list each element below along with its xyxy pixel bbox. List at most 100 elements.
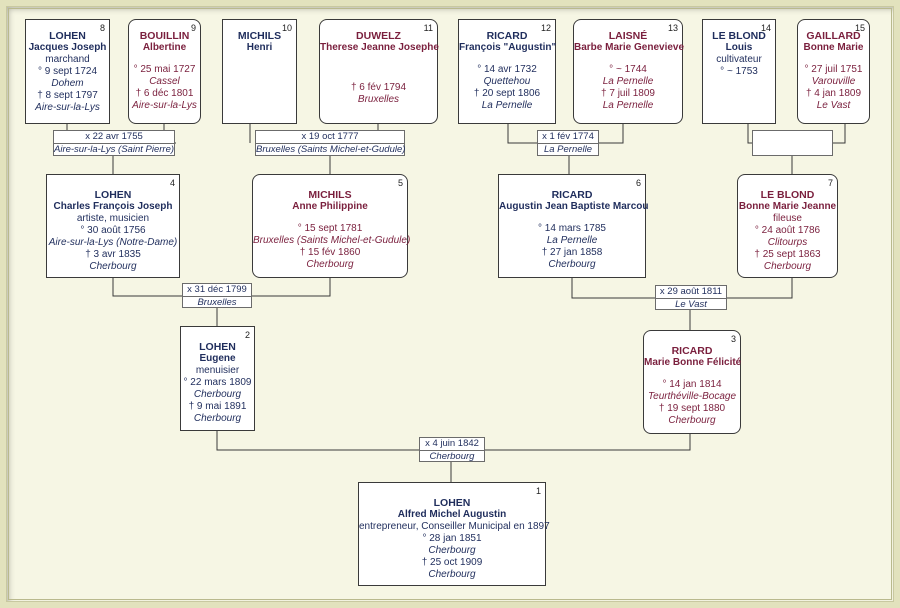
sosa-number: 5 — [397, 178, 403, 188]
person-card-3[interactable]: 3 RICARD Marie Bonne Félicité ° 14 jan 1… — [643, 330, 741, 434]
given-name: Bonne Marie — [803, 42, 864, 53]
surname: LOHEN — [433, 497, 471, 509]
birth-date: ° 14 mars 1785 — [538, 223, 606, 234]
death-date: † 7 juil 1809 — [601, 88, 655, 99]
person-card-13[interactable]: 13 LAISNÉ Barbe Marie Genevieve ° ~ 1744… — [573, 19, 685, 124]
given-name: Louis — [725, 42, 753, 53]
sosa-number: 13 — [667, 23, 678, 33]
birth-date: ° 28 jan 1851 — [422, 533, 482, 544]
death-date: † 3 avr 1835 — [85, 249, 141, 260]
given-name: Henri — [246, 42, 273, 53]
surname: RICARD — [486, 30, 528, 42]
birth-date: ° 25 mai 1727 — [133, 64, 196, 75]
surname: GAILLARD — [806, 30, 861, 42]
marriage-date: x 1 fév 1774 — [538, 131, 598, 144]
birth-date: ° ~ 1753 — [720, 66, 758, 77]
sosa-number: 12 — [540, 23, 551, 33]
sosa-number: 2 — [244, 330, 250, 340]
birth-place: Teurthéville-Bocage — [647, 391, 737, 402]
person-card-12[interactable]: 12 RICARD François "Augustin" ° 14 avr 1… — [458, 19, 556, 124]
marriage-box-10-11[interactable]: x 19 oct 1777 Bruxelles (Saints Michel-e… — [255, 130, 405, 156]
surname: LOHEN — [49, 30, 86, 42]
death-date: † 27 jan 1858 — [541, 247, 603, 258]
person-card-2[interactable]: 2 LOHEN Eugene menuisier ° 22 mars 1809 … — [180, 326, 255, 431]
person-card-6[interactable]: 6 RICARD Augustin Jean Baptiste Marcou °… — [498, 174, 648, 278]
marriage-box-14-15[interactable] — [752, 130, 833, 156]
surname: LE BLOND — [712, 30, 766, 42]
person-card-14[interactable]: 14 LE BLOND Louis cultivateur ° ~ 1753 — [702, 19, 776, 124]
birth-date: ° 27 juil 1751 — [804, 64, 863, 75]
person-card-15[interactable]: 15 GAILLARD Bonne Marie ° 27 juil 1751 V… — [797, 19, 870, 124]
person-card-9[interactable]: 9 BOUILLIN Albertine ° 25 mai 1727 Casse… — [128, 19, 201, 124]
birth-place: Bruxelles (Saints Michel-et-Gudule) — [253, 235, 411, 246]
death-place: Cherbourg — [763, 261, 812, 272]
marriage-box-4-5[interactable]: x 31 déc 1799 Bruxelles — [182, 283, 252, 308]
person-card-11[interactable]: 11 DUWELZ Therese Jeanne Josephe † 6 fév… — [319, 19, 439, 124]
birth-date: ° 24 août 1786 — [754, 225, 821, 236]
surname: DUWELZ — [356, 30, 401, 42]
marriage-place: Le Vast — [675, 299, 707, 310]
marriage-box-6-7[interactable]: x 29 août 1811 Le Vast — [655, 285, 727, 310]
death-date: † 20 sept 1806 — [473, 88, 541, 99]
marriage-box-2-3[interactable]: x 4 juin 1842 Cherbourg — [419, 437, 485, 462]
birth-place: Dohem — [51, 78, 84, 89]
surname: MICHILS — [237, 30, 282, 42]
surname: LOHEN — [199, 341, 236, 353]
death-date: † 25 sept 1863 — [754, 249, 821, 260]
death-place: Cherbourg — [548, 259, 596, 270]
birth-place: La Pernelle — [602, 76, 654, 87]
given-name: Charles François Joseph — [53, 201, 173, 212]
occupation: menuisier — [195, 365, 240, 376]
person-card-5[interactable]: 5 MICHILS Anne Philippine ° 15 sept 1781… — [252, 174, 411, 278]
occupation: artiste, musicien — [76, 213, 150, 224]
death-place: La Pernelle — [481, 100, 533, 111]
sosa-number: 10 — [281, 23, 292, 33]
surname: LOHEN — [94, 189, 132, 201]
death-date: † 4 jan 1809 — [805, 88, 862, 99]
given-name: Alfred Michel Augustin — [397, 509, 507, 520]
birth-place: Cassel — [149, 76, 180, 87]
occupation: marchand — [45, 54, 90, 65]
death-place: Cherbourg — [306, 259, 354, 270]
death-place: Aire-sur-la-Lys — [35, 102, 100, 113]
marriage-box-12-13[interactable]: x 1 fév 1774 La Pernelle — [537, 130, 599, 156]
surname: LE BLOND — [760, 189, 815, 201]
birth-date: ° 14 avr 1732 — [477, 64, 537, 75]
sosa-number: 8 — [99, 23, 105, 33]
person-card-1[interactable]: 1 LOHEN Alfred Michel Augustin entrepren… — [358, 482, 550, 586]
marriage-date: x 4 juin 1842 — [420, 438, 484, 451]
marriage-box-8-9[interactable]: x 22 avr 1755 Aire-sur-la-Lys (Saint Pie… — [53, 130, 175, 156]
given-name: Marie Bonne Félicité — [644, 357, 742, 368]
surname: BOUILLIN — [139, 30, 190, 42]
birth-place: Cherbourg — [193, 389, 242, 400]
occupation: entrepreneur, Conseiller Municipal en 18… — [359, 521, 550, 532]
marriage-date: x 31 déc 1799 — [183, 284, 251, 297]
occupation: fileuse — [773, 213, 802, 224]
person-card-7[interactable]: 7 LE BLOND Bonne Marie Jeanne fileuse ° … — [737, 174, 838, 278]
person-card-10[interactable]: 10 MICHILS Henri — [222, 19, 297, 124]
death-date: † 8 sept 1797 — [37, 90, 98, 101]
surname: RICARD — [671, 345, 713, 357]
death-date: † 9 mai 1891 — [188, 401, 247, 412]
birth-date: ° 30 août 1756 — [80, 225, 146, 236]
death-date: † 6 déc 1801 — [135, 88, 194, 99]
sosa-number: 3 — [730, 334, 736, 344]
given-name: François "Augustin" — [459, 42, 557, 53]
person-card-4[interactable]: 4 LOHEN Charles François Joseph artiste,… — [46, 174, 180, 278]
person-card-8[interactable]: 8 LOHEN Jacques Joseph marchand ° 9 sept… — [25, 19, 110, 124]
sosa-number: 11 — [423, 23, 433, 33]
sosa-number: 1 — [535, 486, 541, 496]
birth-date: ° 15 sept 1781 — [297, 223, 363, 234]
marriage-place: La Pernelle — [543, 144, 593, 155]
birth-date: ° 22 mars 1809 — [183, 377, 252, 388]
marriage-date: x 22 avr 1755 — [54, 131, 174, 144]
death-place: Aire-sur-la-Lys — [132, 100, 197, 111]
birth-date: ° 9 sept 1724 — [37, 66, 98, 77]
sosa-number: 4 — [169, 178, 175, 188]
birth-place: Quettehou — [483, 76, 531, 87]
death-place: Cherbourg — [668, 415, 716, 426]
sosa-number: 15 — [854, 23, 865, 33]
given-name: Barbe Marie Genevieve — [574, 42, 685, 53]
surname: LAISNÉ — [608, 30, 648, 42]
